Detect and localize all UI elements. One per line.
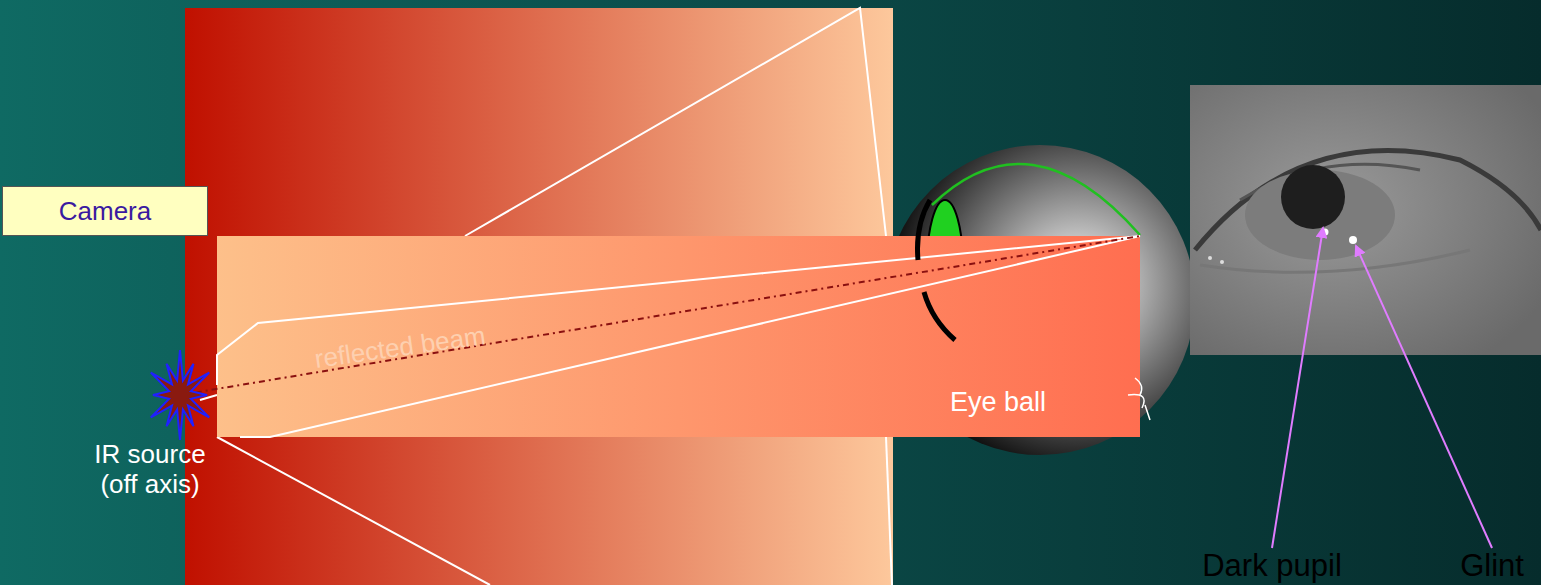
node-label: Camera xyxy=(59,196,151,227)
leader-arrow xyxy=(1272,228,1323,548)
illumination-cone xyxy=(465,8,886,236)
beam-axis xyxy=(180,236,1140,395)
text-label: Glint xyxy=(1460,548,1524,584)
text-label: IR source (off axis) xyxy=(85,440,215,500)
leader-arrow xyxy=(1356,246,1492,548)
text-label: Eye ball xyxy=(950,387,1046,418)
retina-arc xyxy=(932,164,1140,235)
optic-nerve xyxy=(1128,378,1150,420)
illumination-cone xyxy=(886,437,892,585)
camera-box: Camera xyxy=(2,186,208,236)
cornea xyxy=(918,200,931,260)
ir-source-symbol xyxy=(151,350,209,440)
reflected-beam xyxy=(217,236,1140,437)
reflected-region xyxy=(217,236,1140,437)
text-label: Dark pupil xyxy=(1202,548,1342,584)
cornea xyxy=(924,292,955,340)
eye-photo xyxy=(1190,85,1541,355)
